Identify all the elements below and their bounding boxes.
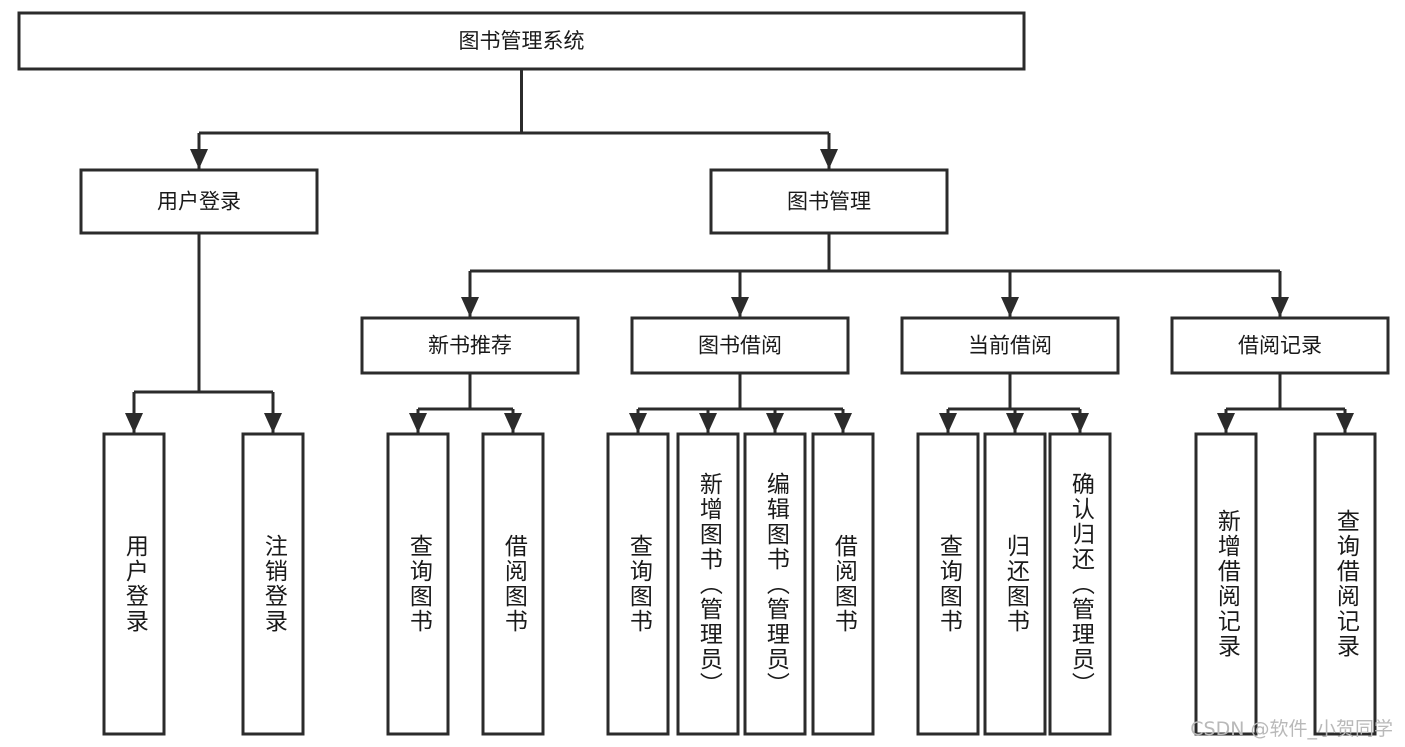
leaf-node-10[interactable]	[1048, 432, 1112, 736]
leaf-node-8[interactable]	[916, 432, 980, 736]
node-label: 图书借阅	[698, 334, 782, 358]
node-label: 当前借阅	[968, 334, 1052, 358]
arrow-head-icon	[699, 413, 717, 433]
node-label: 图书管理	[787, 190, 871, 214]
leaf-node-5[interactable]	[676, 432, 740, 736]
arrow-head-icon	[409, 413, 427, 433]
level2-node-1[interactable]: 图书管理	[709, 168, 949, 235]
arrow-head-icon	[1006, 413, 1024, 433]
node-box[interactable]	[360, 316, 580, 375]
arrow-head-icon	[190, 149, 208, 169]
node-box[interactable]	[900, 316, 1120, 375]
arrow-head-icon	[1001, 297, 1019, 317]
level3-node-2[interactable]: 当前借阅	[900, 316, 1120, 375]
arrow-head-icon	[731, 297, 749, 317]
arrow-head-icon	[1217, 413, 1235, 433]
level3-node-0[interactable]: 新书推荐	[360, 316, 580, 375]
level3-node-3[interactable]: 借阅记录	[1170, 316, 1390, 375]
node-box[interactable]	[386, 432, 450, 736]
arrow-head-icon	[939, 413, 957, 433]
leaf-node-9[interactable]	[983, 432, 1047, 736]
node-box[interactable]	[1313, 432, 1377, 736]
watermark-text: CSDN @软件_小贺同学	[1190, 718, 1393, 740]
leaf-node-7[interactable]	[811, 432, 875, 736]
node-box[interactable]	[916, 432, 980, 736]
arrow-head-icon	[1336, 413, 1354, 433]
node-box[interactable]	[676, 432, 740, 736]
leaf-node-6[interactable]	[743, 432, 807, 736]
connector-layer	[125, 69, 1354, 433]
leaf-node-12[interactable]	[1313, 432, 1377, 736]
node-box[interactable]	[630, 316, 850, 375]
arrow-head-icon	[1271, 297, 1289, 317]
level3-node-1[interactable]: 图书借阅	[630, 316, 850, 375]
arrow-head-icon	[264, 413, 282, 433]
node-box[interactable]	[1194, 432, 1258, 736]
node-box[interactable]	[1170, 316, 1390, 375]
leaf-node-1[interactable]	[241, 432, 305, 736]
leaf-node-2[interactable]	[386, 432, 450, 736]
node-label: 借阅记录	[1238, 334, 1322, 358]
arrow-head-icon	[834, 413, 852, 433]
node-box[interactable]	[102, 432, 166, 736]
node-box[interactable]	[743, 432, 807, 736]
node-box[interactable]	[606, 432, 670, 736]
leaf-node-0[interactable]	[102, 432, 166, 736]
level2-node-0[interactable]: 用户登录	[79, 168, 319, 235]
arrow-head-icon	[461, 297, 479, 317]
node-box[interactable]	[709, 168, 949, 235]
arrow-head-icon	[629, 413, 647, 433]
node-label: 用户登录	[157, 190, 241, 214]
arrow-head-icon	[820, 149, 838, 169]
node-box[interactable]	[811, 432, 875, 736]
leaf-node-4[interactable]	[606, 432, 670, 736]
node-box[interactable]	[1048, 432, 1112, 736]
node-label: 新书推荐	[428, 334, 512, 358]
node-box[interactable]	[17, 11, 1026, 71]
node-box[interactable]	[983, 432, 1047, 736]
node-box[interactable]	[241, 432, 305, 736]
node-label: 图书管理系统	[459, 29, 585, 53]
arrow-head-icon	[766, 413, 784, 433]
leaf-node-11[interactable]	[1194, 432, 1258, 736]
arrow-head-icon	[125, 413, 143, 433]
node-box[interactable]	[481, 432, 545, 736]
leaf-node-3[interactable]	[481, 432, 545, 736]
node-box[interactable]	[79, 168, 319, 235]
arrow-head-icon	[1071, 413, 1089, 433]
arrow-head-icon	[504, 413, 522, 433]
root-node[interactable]: 图书管理系统	[17, 11, 1026, 71]
